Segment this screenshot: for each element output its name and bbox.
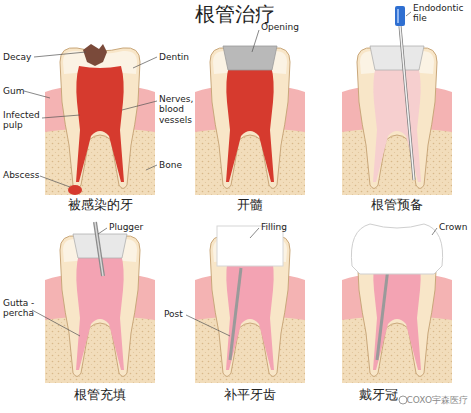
- step-caption: 根管预备: [371, 198, 423, 213]
- step-caption: 根管充填: [74, 388, 126, 403]
- watermark: COXO宇森医疗: [407, 395, 468, 405]
- part-label: Crown: [439, 222, 467, 232]
- part-label: Decay: [3, 52, 35, 62]
- part-label: Gum: [3, 86, 24, 96]
- part-label: Dentin: [159, 52, 189, 62]
- part-label: Nerves, blood vessels: [159, 94, 197, 125]
- step-caption: 戴牙冠: [359, 388, 398, 403]
- part-label: Bone: [159, 160, 182, 170]
- part-label: Gutta - percha: [3, 298, 35, 319]
- part-label: Filling: [261, 222, 287, 232]
- part-label: Endodontic file: [413, 3, 467, 24]
- step-caption: 开髓: [237, 198, 263, 213]
- part-label: Post: [164, 309, 183, 319]
- step-caption: 被感染的牙: [68, 198, 133, 213]
- part-label: Plugger: [109, 222, 143, 232]
- part-label: Infected pulp: [3, 110, 43, 131]
- part-label: Abscess: [3, 170, 39, 180]
- part-label: Opening: [261, 22, 299, 32]
- step-caption: 补平牙齿: [224, 388, 276, 403]
